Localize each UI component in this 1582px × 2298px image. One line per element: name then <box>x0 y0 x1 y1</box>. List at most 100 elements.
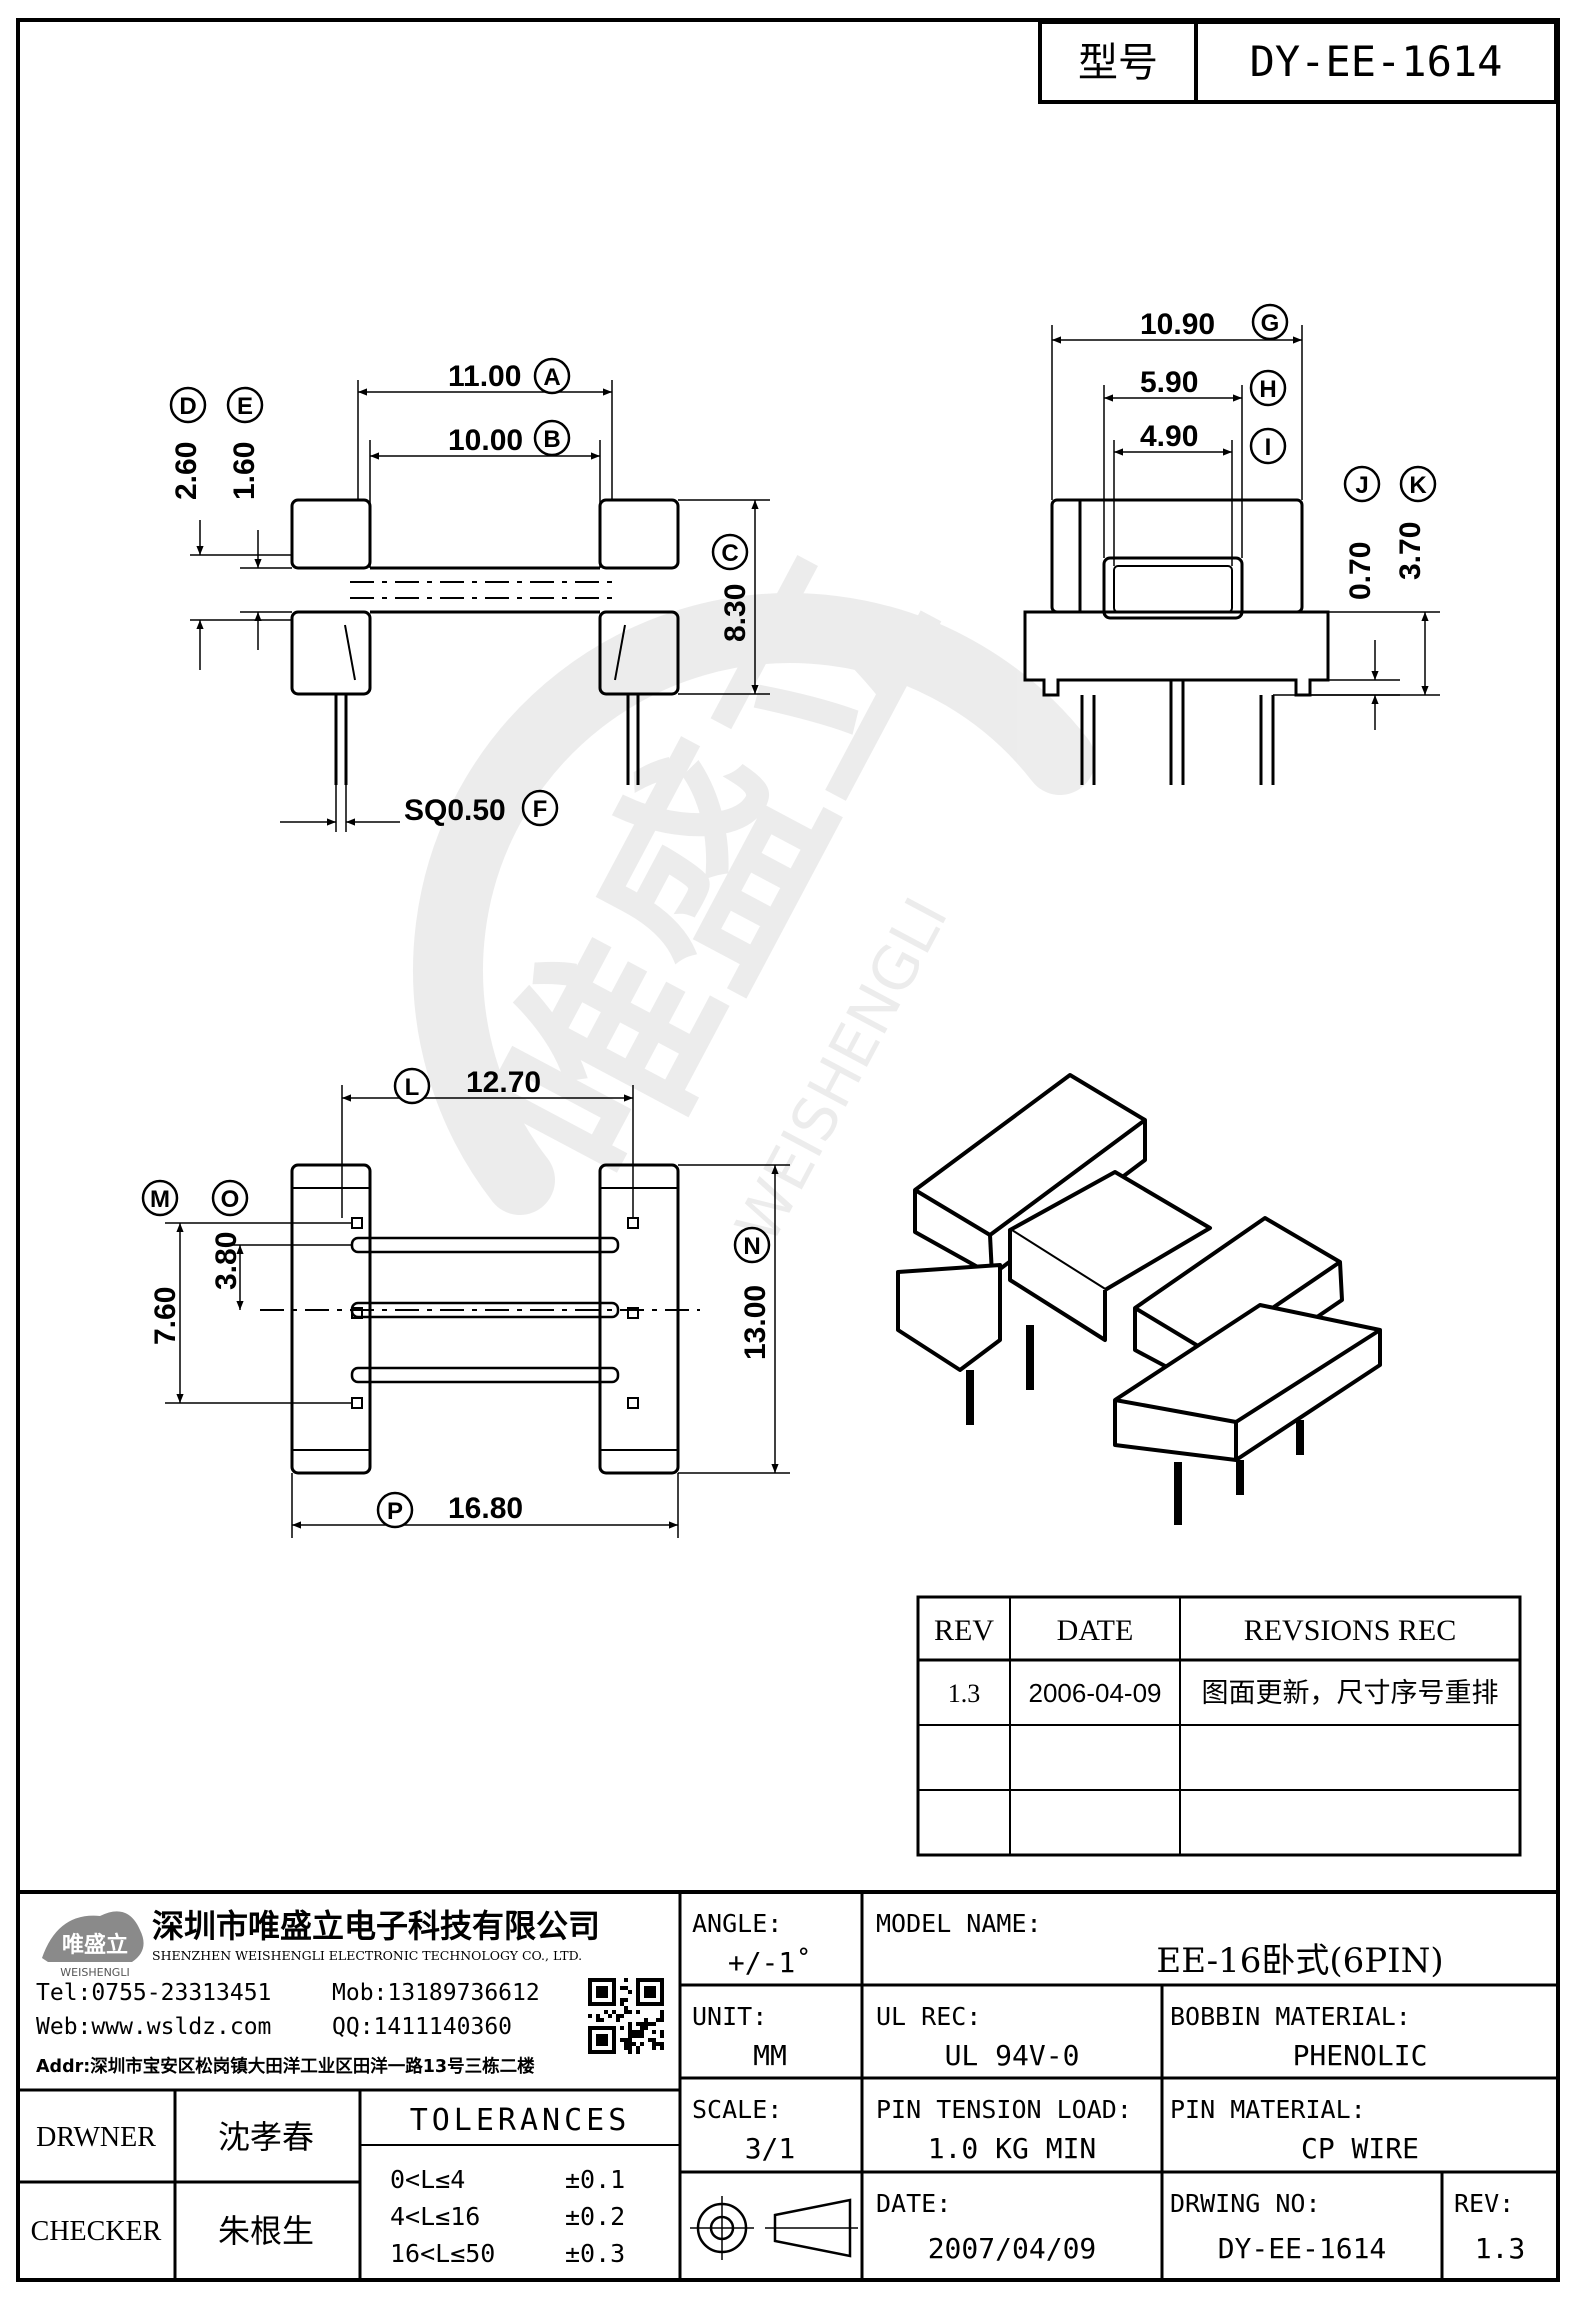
dim-j-letter: J <box>1355 472 1368 499</box>
dim-e-letter: E <box>237 393 253 420</box>
revision-table-text: REV DATE REVSIONS REC 1.3 2006-04-09 图面更… <box>934 1614 1499 1709</box>
ul-label: UL REC: <box>876 2002 981 2031</box>
drawing-no-value: DY-EE-1614 <box>1218 2232 1387 2265</box>
bobbin-label: BOBBIN MATERIAL: <box>1170 2002 1411 2031</box>
dim-c-circle <box>711 533 749 571</box>
rev-value: 1.3 <box>1475 2232 1526 2265</box>
tolerance-range-3: 16<L≤50 <box>390 2239 495 2268</box>
dim-h-value: 5.90 <box>1140 366 1198 399</box>
dim-o-value: 3.80 <box>210 1232 243 1290</box>
side-view <box>1023 325 1440 785</box>
revision-table <box>916 1595 1522 1857</box>
pin-tension-value: 1.0 KG MIN <box>928 2132 1097 2165</box>
tolerance-value-2: ±0.2 <box>565 2202 625 2231</box>
watermark: 唯盛立 WEISHENGLI <box>412 513 1095 1254</box>
dim-m-value: 7.60 <box>149 1287 182 1345</box>
dim-a-letter: A <box>543 364 560 391</box>
pin-material-value: CP WIRE <box>1301 2132 1419 2165</box>
company-block: 唯盛立 WEISHENGLI 深圳市唯盛立电子科技有限公司 SHENZHEN W… <box>36 1907 664 2077</box>
side-view-labels: 10.90 5.90 4.90 0.70 3.70 <box>1140 308 1427 600</box>
dim-f-circle <box>521 789 559 827</box>
dim-b-circle <box>533 419 571 457</box>
dim-d-value: 2.60 <box>170 442 203 500</box>
angle-value: +/-1˚ <box>728 1946 812 1979</box>
dim-g-letter: G <box>1261 310 1280 337</box>
scale-value: 3/1 <box>745 2132 796 2165</box>
bobbin-value: PHENOLIC <box>1293 2039 1428 2072</box>
dim-m-letter: M <box>150 1186 170 1213</box>
dim-e-value: 1.60 <box>228 442 261 500</box>
company-web: Web:www.wsldz.com <box>36 2014 271 2040</box>
dim-j-value: 0.70 <box>1344 542 1377 600</box>
tolerances-title: TOLERANCES <box>410 2103 631 2138</box>
dim-h-circle <box>1249 369 1287 407</box>
dim-b-letter: B <box>543 426 560 453</box>
scale-label: SCALE: <box>692 2095 782 2124</box>
model-name-value: EE-16卧式(6PIN) <box>1156 1941 1443 1981</box>
dim-c-value: 8.30 <box>719 584 752 642</box>
company-name-cn: 深圳市唯盛立电子科技有限公司 <box>152 1907 600 1945</box>
company-addr: Addr:深圳市宝安区松岗镇大田洋工业区田洋一路13号三栋二楼 <box>36 2056 535 2077</box>
dim-g-circle <box>1251 303 1289 341</box>
title-block-grid <box>18 1890 1558 2280</box>
dim-i-letter: I <box>1265 434 1272 461</box>
dim-d-circle <box>169 386 207 424</box>
dim-n-value: 13.00 <box>739 1285 772 1360</box>
dim-i-circle <box>1249 427 1287 465</box>
company-qq: QQ:1411140360 <box>332 2014 512 2040</box>
tolerance-range-2: 4<L≤16 <box>390 2202 480 2231</box>
dim-p-value: 16.80 <box>448 1492 523 1525</box>
rev-row-1-rev: 1.3 <box>948 1679 981 1708</box>
dim-c-letter: C <box>721 540 738 567</box>
rev-header-rec: REVSIONS REC <box>1244 1614 1457 1647</box>
angle-label: ANGLE: <box>692 1909 782 1938</box>
dim-e-circle <box>226 386 264 424</box>
dim-k-letter: K <box>1409 472 1427 499</box>
dim-l-circle <box>393 1067 431 1105</box>
rev-row-1-date: 2006-04-09 <box>1029 1678 1162 1708</box>
qr-code-icon <box>588 1978 664 2054</box>
dim-p-circle <box>376 1491 414 1529</box>
sheet-border <box>16 18 1560 2282</box>
tolerance-value-3: ±0.3 <box>565 2239 625 2268</box>
model-label: 型号 <box>1078 40 1158 86</box>
dim-n-circle <box>733 1226 771 1264</box>
model-value: DY-EE-1614 <box>1250 37 1503 86</box>
dim-o-circle <box>211 1179 249 1217</box>
checker-name: 朱根生 <box>218 2212 314 2250</box>
dim-l-letter: L <box>405 1074 420 1101</box>
checker-label: CHECKER <box>31 2216 162 2247</box>
dim-m-circle <box>141 1179 179 1217</box>
drawer-name: 沈孝春 <box>218 2118 314 2156</box>
unit-label: UNIT: <box>692 2002 767 2031</box>
drawing-no-label: DRWING NO: <box>1170 2189 1321 2218</box>
dim-a-value: 11.00 <box>448 360 521 393</box>
model-name-label: MODEL NAME: <box>876 1909 1042 1938</box>
isometric-view <box>896 1073 1382 1525</box>
model-header: 型号 DY-EE-1614 <box>1038 20 1558 104</box>
dim-l-value: 12.70 <box>466 1066 541 1099</box>
dim-p-letter: P <box>387 1498 403 1525</box>
rev-header-rev: REV <box>934 1614 994 1647</box>
tolerance-value-1: ±0.1 <box>565 2165 625 2194</box>
rev-label: REV: <box>1454 2189 1514 2218</box>
title-block-text: ANGLE: +/-1˚ MODEL NAME: EE-16卧式(6PIN) U… <box>31 1909 1526 2268</box>
dim-d-letter: D <box>179 393 196 420</box>
dim-h-letter: H <box>1259 376 1276 403</box>
dim-j-circle <box>1343 465 1381 503</box>
dim-a-circle <box>533 357 571 395</box>
dim-k-value: 3.70 <box>1394 522 1427 580</box>
rev-row-1-rec: 图面更新，尺寸序号重排 <box>1202 1678 1499 1709</box>
unit-value: MM <box>753 2039 787 2072</box>
drawer-label: DRWNER <box>36 2122 156 2153</box>
dim-o-letter: O <box>221 1186 240 1213</box>
tolerance-range-1: 0<L≤4 <box>390 2165 465 2194</box>
bottom-view-labels: 12.70 16.80 13.00 7.60 3.80 <box>149 1066 772 1525</box>
pin-material-label: PIN MATERIAL: <box>1170 2095 1366 2124</box>
dim-i-value: 4.90 <box>1140 420 1198 453</box>
pin-tension-label: PIN TENSION LOAD: <box>876 2095 1132 2124</box>
dim-f-value: SQ0.50 <box>404 794 506 827</box>
company-logo-text: 唯盛立 <box>62 1932 128 1958</box>
dim-n-letter: N <box>743 1233 760 1260</box>
